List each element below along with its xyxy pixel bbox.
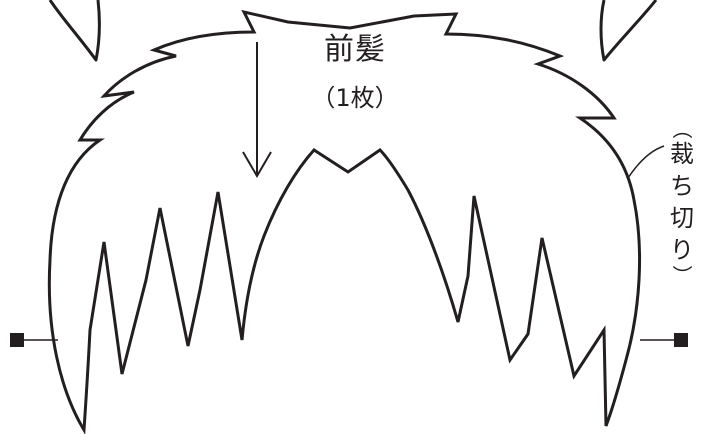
- left-side-hair-piece: [48, 0, 101, 62]
- cut-note-glyph: 裁: [670, 140, 694, 168]
- right-marker-square: [674, 333, 688, 347]
- part-name-label: 前髪: [324, 32, 386, 67]
- cut-note-close-bracket: ）: [670, 265, 694, 285]
- left-marker-square: [10, 333, 24, 347]
- cut-note-open-bracket: （: [670, 119, 694, 139]
- bangs-outline: [47, 9, 642, 434]
- cut-note-glyph: 切: [670, 204, 694, 232]
- cut-note-glyph: り: [670, 236, 694, 264]
- cut-note-vertical-label: （ 裁 ち 切 り ）: [666, 119, 698, 285]
- direction-arrow-head: [242, 151, 272, 178]
- part-count-label: （1枚）: [311, 84, 399, 112]
- cut-note-glyph: ち: [670, 172, 694, 200]
- right-side-hair-piece: [599, 0, 658, 62]
- cut-note-leader-line: [627, 145, 665, 179]
